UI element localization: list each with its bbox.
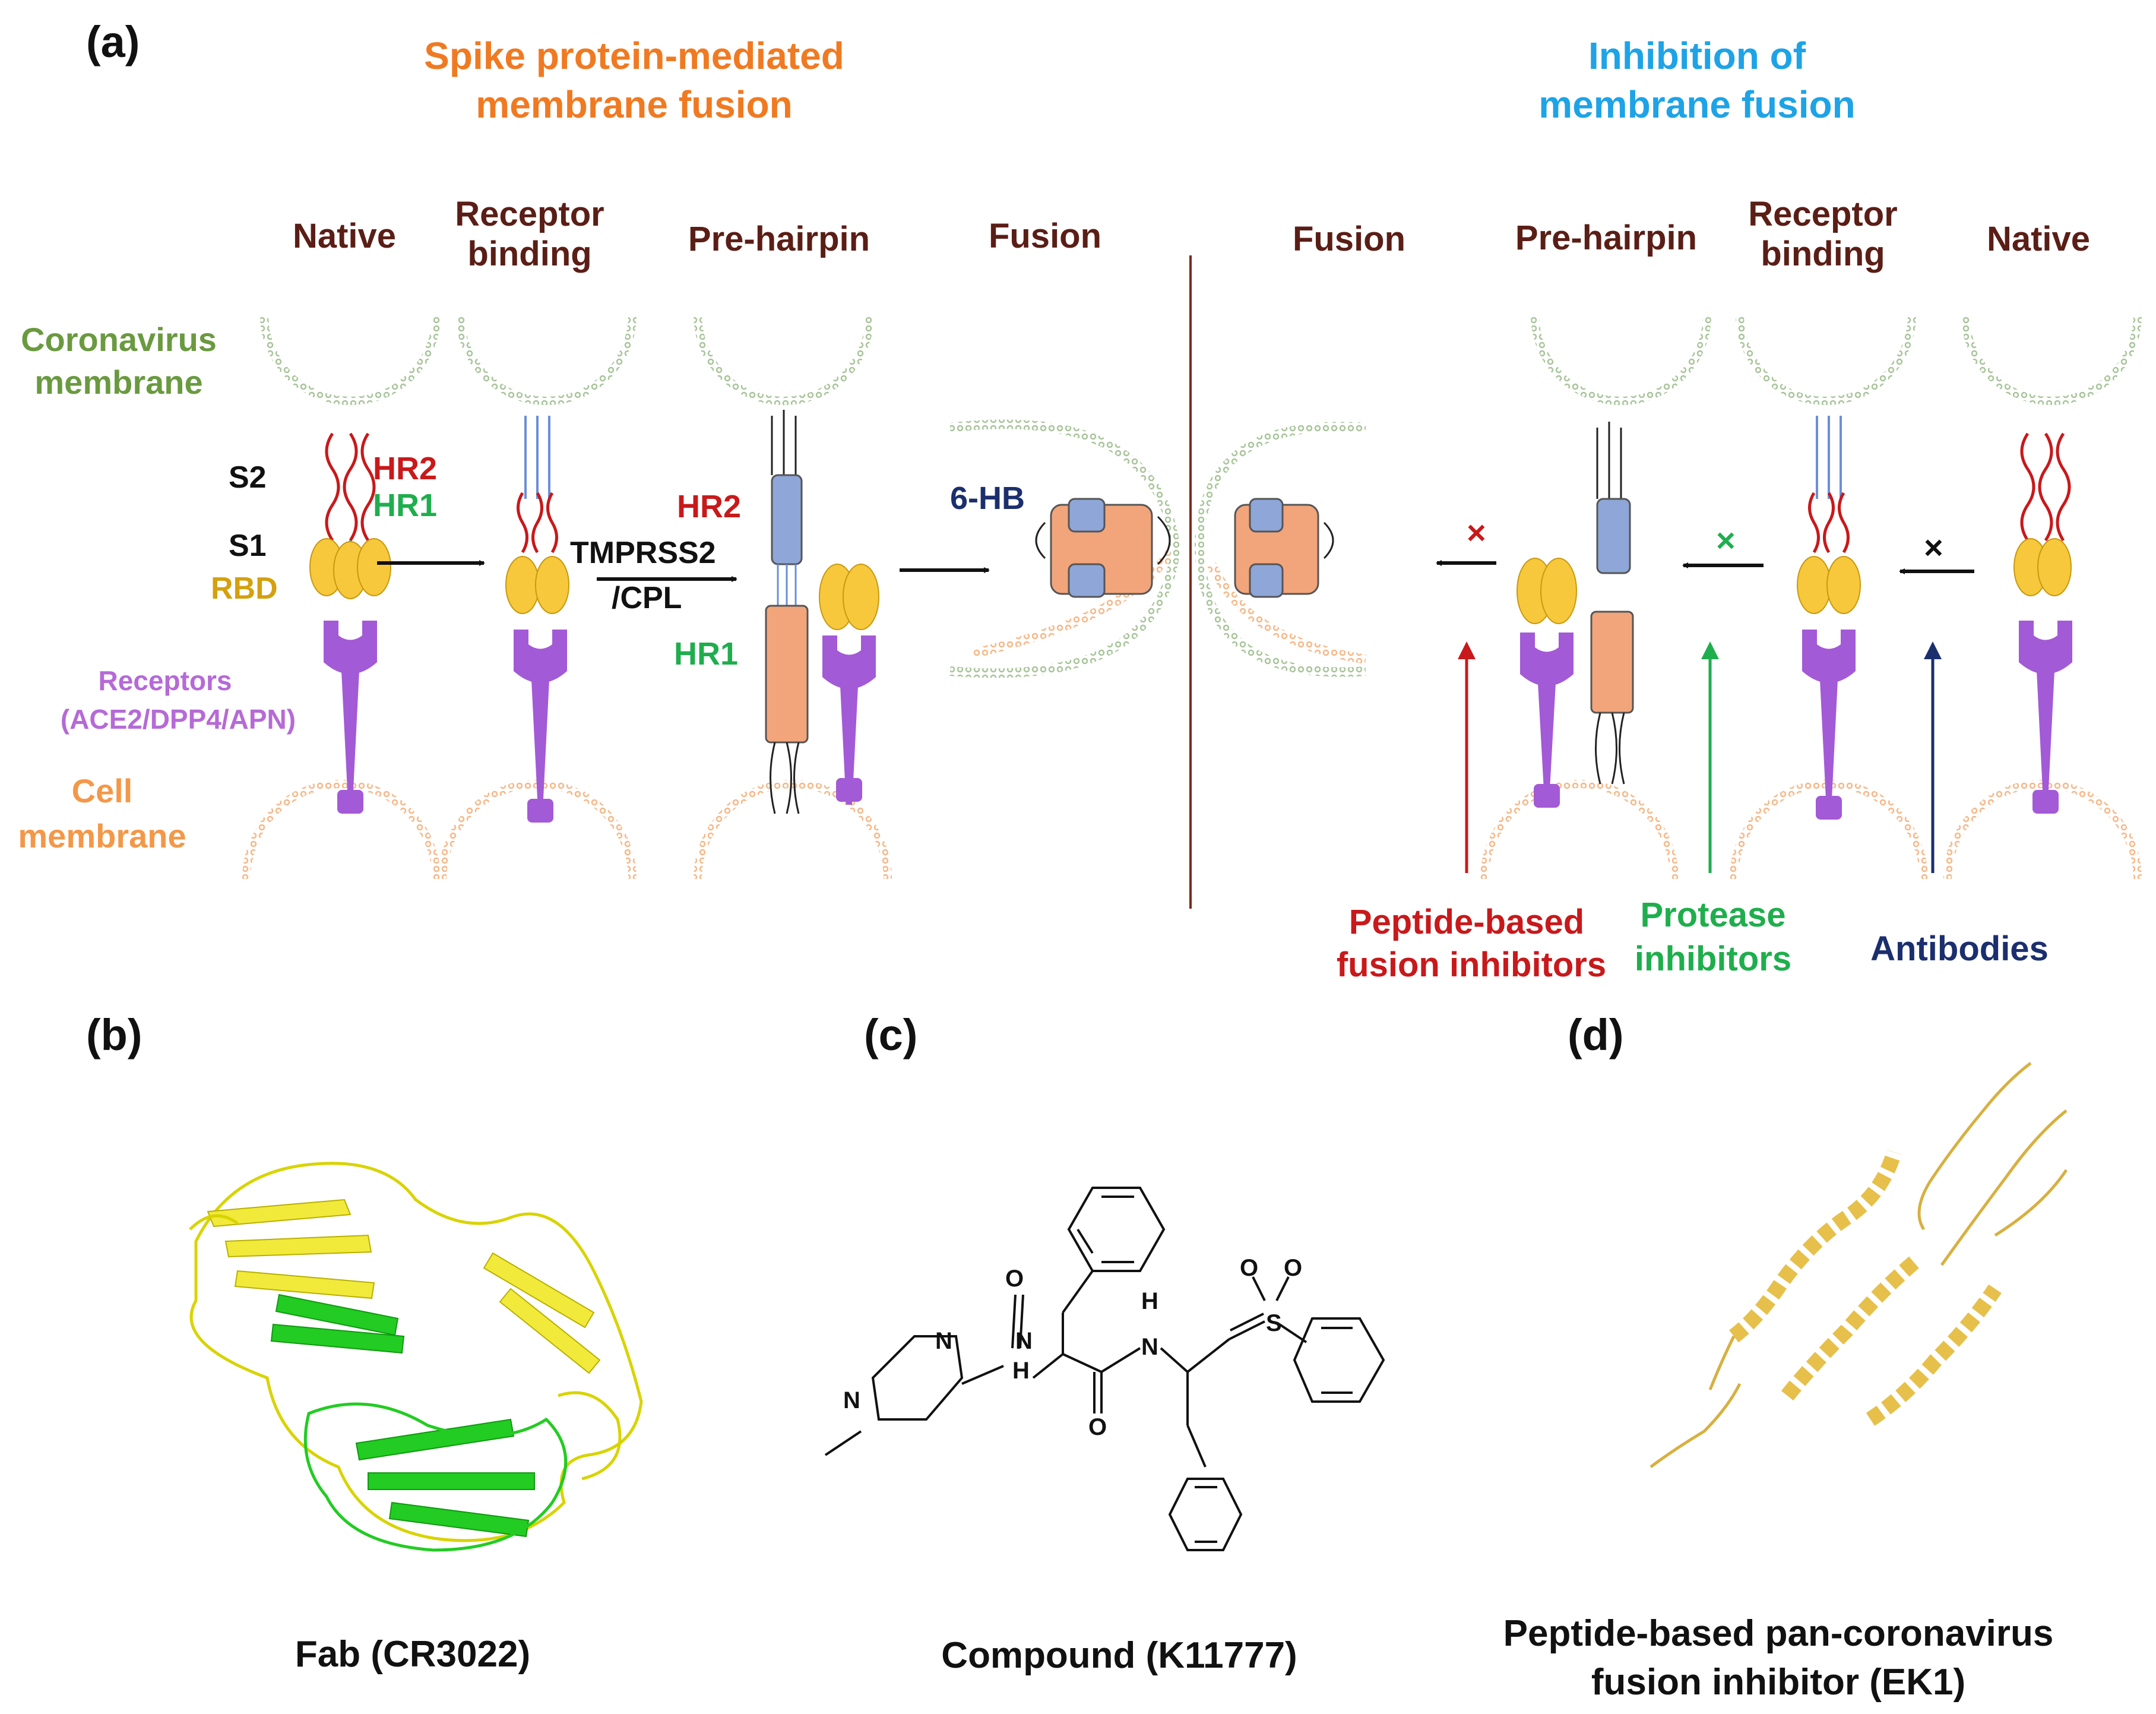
blocked-mark-protease: × — [1716, 521, 1736, 559]
atom-n-methyl: N — [843, 1387, 860, 1413]
fab-cr3022-structure — [189, 1162, 643, 1552]
label-cpl: /CPL — [612, 581, 682, 615]
atom-o-amide: O — [1088, 1414, 1107, 1440]
label-s2: S2 — [229, 460, 267, 495]
label-coronavirus-membrane: membrane — [34, 363, 203, 401]
spike-native-left — [309, 432, 391, 599]
panel-label-a: (a) — [86, 17, 140, 67]
label-cell-membrane: membrane — [18, 817, 186, 855]
atom-n-urea: N — [1015, 1328, 1033, 1354]
stage-prehairpin-left: Pre-hairpin — [688, 220, 870, 258]
stage-fusion-left: Fusion — [988, 217, 1102, 255]
left-title-line2: membrane fusion — [476, 83, 793, 126]
label-rbd: RBD — [211, 571, 278, 606]
label-fusion-inhibitors: fusion inhibitors — [1336, 945, 1607, 984]
label-peptide-inhibitors: Peptide-based — [1348, 903, 1585, 941]
label-receptors-names: (ACE2/DPP4/APN) — [60, 704, 296, 735]
stage-receptor-binding-left: Receptor binding — [455, 195, 604, 273]
process-arrows — [377, 560, 1974, 582]
label-six-hb: 6-HB — [950, 480, 1025, 516]
atom-n-amide: N — [1141, 1334, 1158, 1360]
panel-label-d: (d) — [1568, 1010, 1624, 1060]
label-protease-inhibitors: inhibitors — [1634, 940, 1792, 978]
fusion-pore-right — [1194, 422, 1367, 677]
atom-o-sulfone-1: O — [1240, 1255, 1259, 1281]
label-tmprss2: TMPRSS2 — [570, 536, 716, 570]
caption-compound: Compound (K11777) — [941, 1635, 1297, 1676]
spike-native-right — [2013, 432, 2072, 814]
right-title-line1: Inhibition of — [1588, 34, 1806, 77]
spike-receptor-bound-right — [1797, 416, 1861, 820]
fusion-pore-left — [949, 419, 1181, 678]
atom-h-amide: H — [1141, 1288, 1158, 1314]
label-receptors: Receptors — [98, 665, 232, 696]
label-coronavirus: Coronavirus — [21, 321, 217, 358]
label-hr1: HR1 — [373, 488, 438, 523]
inhibitor-arrows — [1458, 641, 1942, 873]
left-title-line1: Spike protein-mediated — [424, 34, 844, 77]
panel-label-c: (c) — [864, 1010, 918, 1060]
six-helix-bundle-left — [1035, 498, 1171, 598]
label-hr1-prehairpin: HR1 — [674, 636, 739, 672]
atom-n-piperazine: N — [935, 1328, 952, 1354]
atom-h-urea: H — [1012, 1358, 1030, 1384]
label-s1: S1 — [229, 529, 267, 563]
caption-ek1-line2: fusion inhibitor (EK1) — [1591, 1662, 1966, 1703]
six-helix-bundle-right — [1234, 498, 1334, 598]
k11777-structure — [824, 1187, 1385, 1551]
label-cell: Cell — [71, 772, 133, 809]
label-protease: Protease — [1640, 896, 1786, 934]
ek1-structure — [1650, 1062, 2068, 1469]
atom-s-sulfone: S — [1266, 1310, 1282, 1336]
stage-native-right: Native — [1986, 220, 2091, 258]
prehairpin-left — [765, 410, 879, 814]
stage-prehairpin-right: Pre-hairpin — [1515, 219, 1698, 257]
stage-receptor-binding-right: Receptor binding — [1748, 195, 1898, 273]
cell-membranes — [242, 780, 2142, 880]
stage-native-left: Native — [292, 217, 397, 255]
blocked-mark-antibody: × — [1924, 529, 1943, 566]
stage-fusion-right: Fusion — [1292, 220, 1406, 258]
label-hr2-prehairpin: HR2 — [677, 489, 742, 524]
label-hr2: HR2 — [373, 451, 438, 486]
receptors-left — [324, 621, 876, 823]
blocked-mark-peptide: × — [1467, 514, 1486, 551]
prehairpin-right — [1517, 422, 1634, 808]
panel-label-b: (b) — [86, 1010, 143, 1060]
right-title-line2: membrane fusion — [1538, 83, 1856, 126]
caption-ek1-line1: Peptide-based pan-coronavirus — [1503, 1613, 2054, 1654]
label-antibodies: Antibodies — [1870, 929, 2049, 968]
caption-fab: Fab (CR3022) — [295, 1634, 531, 1675]
spike-receptor-bound-left — [505, 416, 569, 614]
atom-o-sulfone-2: O — [1284, 1255, 1303, 1281]
atom-o-urea: O — [1005, 1266, 1024, 1292]
virus-membranes — [260, 314, 2142, 405]
